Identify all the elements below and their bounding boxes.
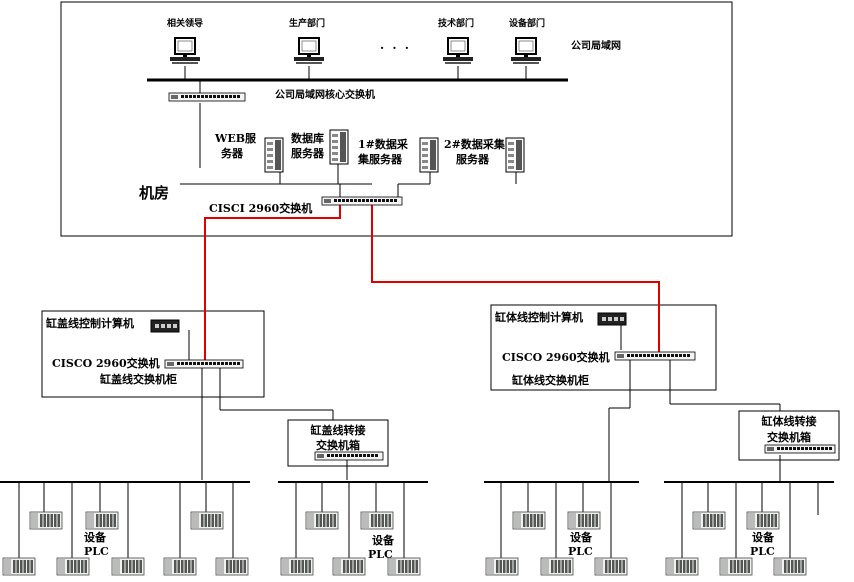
left-cabinet-label: 缸盖线交换机柜 bbox=[100, 373, 177, 386]
left-transfer-label-2: 交换机箱 bbox=[316, 439, 360, 452]
acq-server-1-icon bbox=[419, 137, 439, 173]
acq-server-1-label-2: 集服务器 bbox=[358, 153, 402, 166]
db-server-label-2: 服务器 bbox=[291, 147, 324, 160]
fiber-links bbox=[204, 204, 660, 362]
core-room-switch-label: CISCI 2960交换机 bbox=[209, 202, 313, 215]
plc-icon-top-8 bbox=[692, 511, 726, 530]
left-plc-a-label-2: PLC bbox=[84, 545, 109, 558]
field-buses bbox=[0, 481, 834, 560]
plc-icon-bottom-9 bbox=[485, 557, 519, 576]
dept-label-production: 生产部门 bbox=[289, 19, 326, 29]
left-plc-b-label-1: 设备 bbox=[372, 534, 394, 547]
plc-icon-top-7 bbox=[567, 511, 601, 530]
fiber-link-left bbox=[204, 204, 341, 362]
plc-icon-bottom-12 bbox=[665, 557, 699, 576]
computer-icon-equipment bbox=[511, 37, 541, 64]
plc-icon-bottom-1 bbox=[2, 557, 36, 576]
ellipsis: · · · bbox=[380, 41, 411, 55]
right-plc-a-label-1: 设备 bbox=[570, 531, 592, 544]
left-cisco-switch-label: CISCO 2960交换机 bbox=[52, 357, 160, 370]
right-transfer-box-frame bbox=[738, 410, 840, 461]
plc-icon-bottom-10 bbox=[540, 557, 574, 576]
company-lan-frame bbox=[60, 1, 733, 237]
core-switch-label: 公司局域网核心交换机 bbox=[275, 90, 375, 101]
plc-icon-top-5 bbox=[360, 511, 394, 530]
right-cabinet-frame bbox=[490, 304, 717, 391]
plc-icon-top-2 bbox=[85, 511, 119, 530]
dept-label-equipment: 设备部门 bbox=[509, 19, 546, 29]
computer-icon-production bbox=[294, 37, 324, 64]
right-transfer-label-1: 缸体线转接 bbox=[761, 415, 817, 428]
right-control-pc-label: 缸体线控制计算机 bbox=[495, 311, 583, 324]
acq-server-1-label-1: 1#数据采 bbox=[358, 138, 408, 151]
left-plc-a-label-1: 设备 bbox=[84, 531, 106, 544]
plc-icon-bottom-13 bbox=[719, 557, 753, 576]
left-cabinet-frame bbox=[41, 310, 265, 398]
web-server-label-2: 务器 bbox=[221, 147, 243, 160]
network-links bbox=[147, 66, 781, 482]
plc-icon-bottom-3 bbox=[111, 557, 145, 576]
db-server-icon bbox=[329, 129, 349, 165]
left-transfer-switch-icon bbox=[314, 451, 384, 461]
dept-label-leaders: 相关领导 bbox=[167, 19, 204, 29]
plc-icon-top-4 bbox=[305, 511, 339, 530]
left-cisco-switch-icon bbox=[164, 359, 244, 369]
computer-icon-leaders bbox=[170, 37, 200, 64]
core-switch-icon bbox=[168, 92, 246, 102]
left-control-pc-icon bbox=[150, 319, 180, 333]
plc-icon-bottom-4 bbox=[163, 557, 197, 576]
plc-icon-top-6 bbox=[512, 511, 546, 530]
left-transfer-box-frame bbox=[287, 419, 389, 467]
db-server-label-1: 数据库 bbox=[291, 132, 324, 145]
plc-icon-bottom-11 bbox=[594, 557, 628, 576]
plc-icon-top-3 bbox=[190, 511, 224, 530]
web-server-icon bbox=[264, 137, 284, 173]
computer-icon-technology bbox=[443, 37, 473, 64]
plc-icon-top-1 bbox=[29, 511, 63, 530]
right-plc-b-label-2: PLC bbox=[750, 545, 775, 558]
right-cisco-switch-label: CISCO 2960交换机 bbox=[502, 351, 610, 364]
right-cisco-switch-icon bbox=[614, 351, 696, 361]
right-plc-a-label-2: PLC bbox=[568, 545, 593, 558]
right-transfer-label-2: 交换机箱 bbox=[767, 431, 811, 444]
plc-icon-top-9 bbox=[746, 511, 780, 530]
acq-server-2-label-1: 2#数据采集 bbox=[444, 138, 505, 151]
plc-icon-bottom-5 bbox=[215, 557, 249, 576]
room-switch-icon bbox=[321, 196, 403, 206]
left-control-pc-label: 缸盖线控制计算机 bbox=[46, 317, 134, 330]
right-transfer-switch-icon bbox=[764, 444, 836, 454]
web-server-label-1: WEB服 bbox=[215, 132, 257, 145]
plc-icon-bottom-7 bbox=[332, 557, 366, 576]
right-control-pc-icon bbox=[597, 312, 627, 326]
acq-server-2-icon bbox=[505, 137, 525, 173]
acq-server-2-label-2: 服务器 bbox=[456, 153, 489, 166]
right-plc-b-label-1: 设备 bbox=[752, 531, 774, 544]
dept-label-technology: 技术部门 bbox=[438, 19, 475, 29]
server-room-label: 机房 bbox=[139, 184, 170, 202]
plc-icon-bottom-6 bbox=[280, 557, 314, 576]
company-lan-label: 公司局域网 bbox=[571, 41, 621, 52]
fiber-link-right bbox=[371, 204, 660, 352]
plc-icon-bottom-2 bbox=[56, 557, 90, 576]
left-transfer-label-1: 缸盖线转接 bbox=[310, 424, 366, 437]
plc-icon-bottom-14 bbox=[773, 557, 807, 576]
right-cabinet-label: 缸体线交换机柜 bbox=[512, 374, 589, 387]
left-plc-b-label-2: PLC bbox=[368, 548, 393, 561]
plc-icon-bottom-8 bbox=[387, 557, 421, 576]
